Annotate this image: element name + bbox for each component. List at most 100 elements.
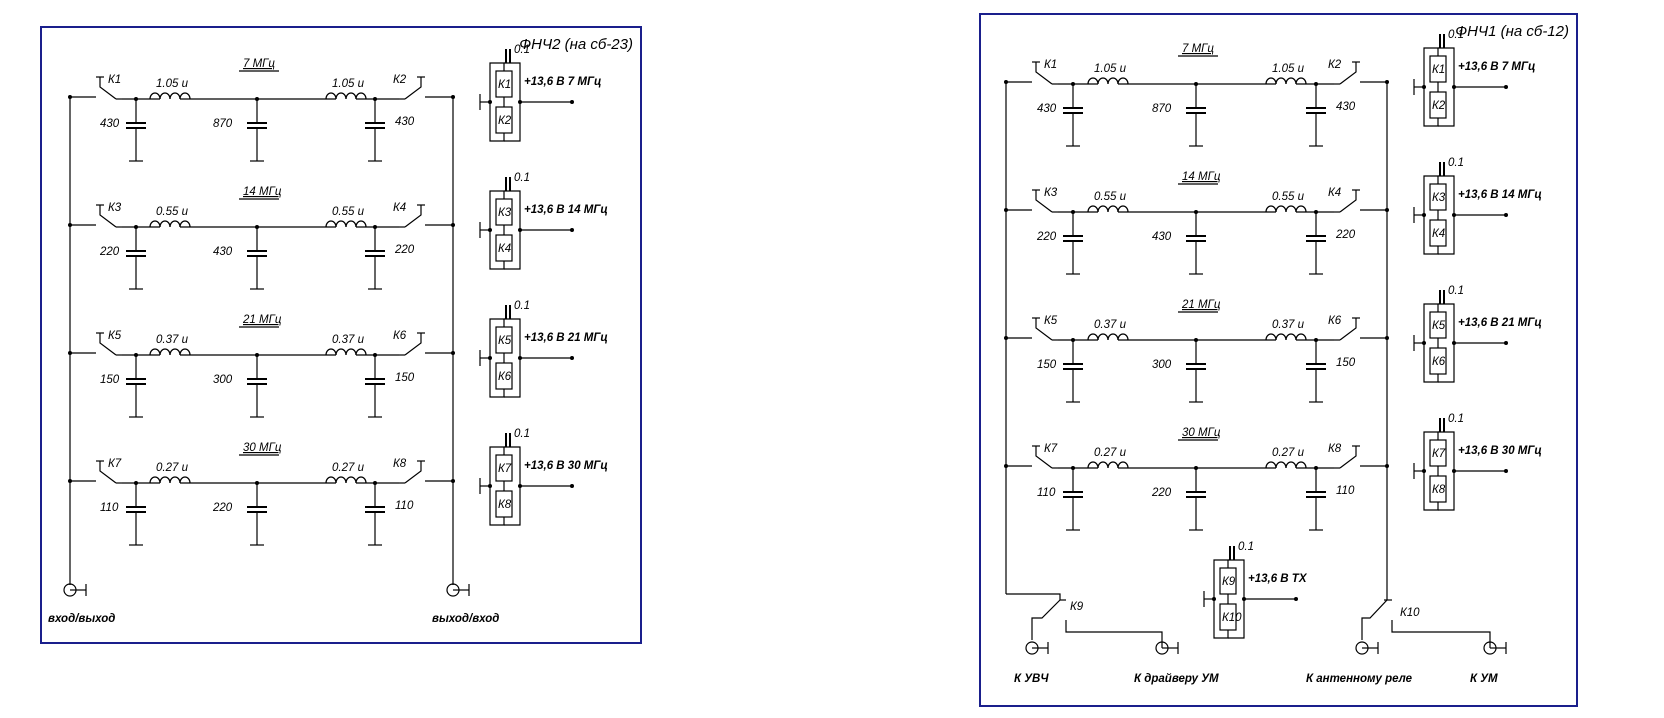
relay-label: К10 [1400, 607, 1420, 619]
junction-dot [1504, 85, 1508, 89]
inductor-value: 0.55 u [332, 206, 365, 218]
inductor-coil [1265, 77, 1307, 85]
junction-dot [518, 100, 522, 104]
port-label: К антенному реле [1306, 673, 1413, 685]
junction-dot [570, 228, 574, 232]
relay-label: К3 [1044, 187, 1058, 199]
relay-arm [99, 205, 117, 228]
control-bus [1423, 47, 1439, 127]
inductor-left [149, 476, 191, 484]
relay-arm [404, 333, 422, 356]
relay-arm [404, 461, 422, 484]
control-bus [489, 62, 505, 142]
capacitor-value: 220 [99, 246, 120, 258]
inductor-right [325, 348, 367, 356]
inductor-coil [149, 476, 191, 484]
relay-contact: К4 [1328, 187, 1360, 213]
inductor-value: 1.05 u [1094, 63, 1127, 75]
inductor-coil [149, 220, 191, 228]
relay-coil-label: К2 [1432, 100, 1446, 112]
capacitor-value: 150 [395, 372, 415, 384]
capacitor-value: 300 [213, 374, 233, 386]
capacitor-left [126, 355, 146, 418]
capacitor-left [1063, 84, 1083, 147]
relay-contact: К7 [1032, 443, 1058, 469]
inductor-left [149, 220, 191, 228]
capacitor-right [1306, 212, 1326, 275]
relay-coil-label: К8 [498, 499, 512, 511]
relay-coil-label: К5 [498, 335, 512, 347]
junction-dot [1504, 341, 1508, 345]
relay-label: К7 [108, 458, 122, 470]
relay-label: К8 [1328, 443, 1342, 455]
port-label: К УМ [1470, 673, 1498, 685]
capacitor-middle [247, 355, 267, 418]
capacitor-value: 430 [100, 118, 120, 130]
inductor-right [325, 92, 367, 100]
inductor-coil [1087, 461, 1129, 469]
capacitor-middle [1186, 84, 1206, 147]
band-label: 21 МГц [1181, 299, 1221, 311]
inductor-left [1087, 333, 1129, 341]
inductor-coil [149, 92, 191, 100]
inductor-value: 0.37 u [156, 334, 189, 346]
relay-label: К5 [1044, 315, 1058, 327]
relay-arm [99, 461, 117, 484]
capacitor-value: 150 [1336, 357, 1356, 369]
wire [1006, 593, 1061, 600]
junction-dot [1452, 85, 1456, 89]
relay-arm [1339, 318, 1357, 341]
junction-dot [570, 356, 574, 360]
inductor-value: 0.27 u [1094, 447, 1127, 459]
inductor-coil [1265, 205, 1307, 213]
inductor-value: 1.05 u [156, 78, 189, 90]
capacitor-middle [1186, 212, 1206, 275]
relay-coil-label: К10 [1222, 612, 1242, 624]
junction-dot [1504, 213, 1508, 217]
voltage-label: +13,6 В 14 МГц [524, 204, 608, 216]
relay-arm [1361, 594, 1388, 640]
inductor-coil [1087, 205, 1129, 213]
junction-dot [488, 356, 492, 360]
relay-label: К2 [393, 74, 407, 86]
capacitor-value: 220 [212, 502, 233, 514]
relay-arm [1035, 190, 1053, 213]
junction-dot [1422, 469, 1426, 473]
inductor-value: 1.05 u [332, 78, 365, 90]
voltage-label: +13,6 В 21 МГц [1458, 317, 1542, 329]
inductor-value: 0.37 u [1094, 319, 1127, 331]
port-label: К драйверу УМ [1134, 673, 1219, 685]
relay-coil-label: К3 [498, 207, 512, 219]
relay-coil-label: К4 [498, 243, 511, 255]
relay-label: К7 [1044, 443, 1058, 455]
inductor-value: 0.55 u [156, 206, 189, 218]
inductor-coil [325, 476, 367, 484]
relay-label: К6 [1328, 315, 1342, 327]
junction-dot [488, 484, 492, 488]
junction-dot [518, 484, 522, 488]
band-label: 14 МГц [1182, 171, 1221, 183]
inductor-left [1087, 77, 1129, 85]
inductor-left [1087, 205, 1129, 213]
junction-dot [570, 484, 574, 488]
cap-value: 0.1 [1238, 541, 1254, 553]
inductor-coil [325, 220, 367, 228]
relay-coil-label: К8 [1432, 484, 1446, 496]
inductor-right [1265, 333, 1307, 341]
control-bus [489, 190, 505, 270]
relay-contact: К6 [1328, 315, 1360, 341]
control-bus [489, 446, 505, 526]
relay-arm [404, 205, 422, 228]
inductor-coil [1087, 333, 1129, 341]
relay-label: К6 [393, 330, 407, 342]
